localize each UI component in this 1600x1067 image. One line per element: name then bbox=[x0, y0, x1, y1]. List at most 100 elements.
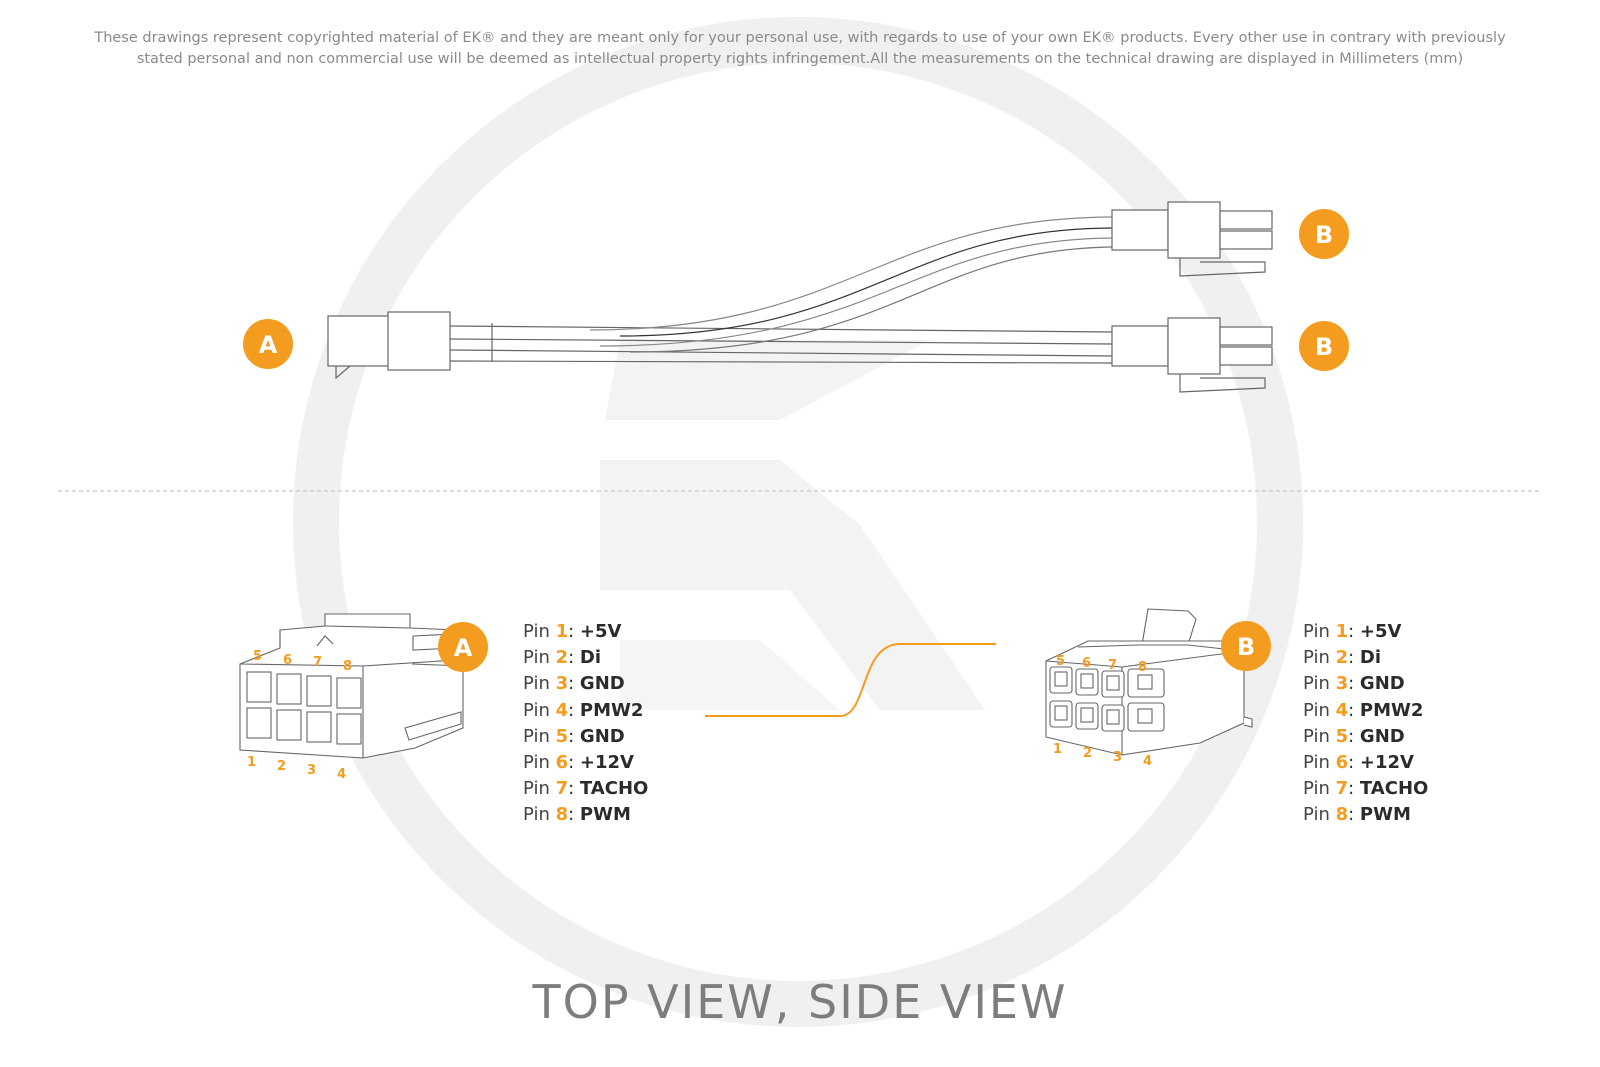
badge-a-top: A bbox=[243, 319, 293, 369]
pin-signal: +5V bbox=[579, 621, 622, 642]
pin-number: 8 bbox=[1335, 804, 1349, 826]
pin-signal: GND bbox=[1359, 725, 1405, 747]
connector-a-pin-1: 1 bbox=[247, 755, 256, 770]
pin-separator: : bbox=[568, 621, 580, 642]
pin-number: 3 bbox=[1335, 673, 1349, 695]
pin-row-7: Pin 7: TACHO bbox=[1303, 776, 1428, 802]
pin-row-2: Pin 2: Di bbox=[1303, 645, 1428, 671]
connector-a-housing bbox=[387, 311, 451, 371]
pin-row-4: Pin 4: PMW2 bbox=[1303, 698, 1428, 724]
connector-a-pin-7: 7 bbox=[313, 655, 322, 670]
pin-row-6: Pin 6: +12V bbox=[523, 750, 648, 776]
connector-a-pin-8: 8 bbox=[343, 659, 352, 674]
section-divider bbox=[58, 490, 1542, 492]
connector-a-drawing: 5 6 7 8 1 2 3 4 bbox=[239, 613, 464, 782]
connector-b-upper-housing bbox=[1111, 209, 1169, 251]
connector-a-body bbox=[327, 315, 391, 367]
svg-text:A: A bbox=[454, 634, 473, 662]
pin-signal: PMW2 bbox=[579, 699, 644, 721]
pin-number: 8 bbox=[555, 804, 569, 826]
connector-b-pin-1: 1 bbox=[1053, 742, 1062, 757]
pin-separator: : bbox=[1348, 778, 1360, 800]
pin-prefix: Pin bbox=[523, 778, 556, 800]
pin-row-1: Pin 1: +5V bbox=[1303, 619, 1428, 645]
pin-row-3: Pin 3: GND bbox=[523, 671, 648, 697]
disclaimer-line-2: stated personal and non commercial use w… bbox=[136, 51, 1464, 67]
pin-signal: PWM bbox=[1359, 804, 1411, 826]
pin-separator: : bbox=[1348, 725, 1360, 747]
connector-a-pin-3: 3 bbox=[307, 763, 316, 778]
svg-text:B: B bbox=[1237, 633, 1255, 661]
pin-number: 4 bbox=[555, 699, 569, 721]
pin-row-8: Pin 8: PWM bbox=[1303, 802, 1428, 828]
connector-b-pin-7: 7 bbox=[1108, 658, 1117, 673]
pin-signal: +12V bbox=[1359, 752, 1414, 774]
pin-prefix: Pin bbox=[523, 647, 556, 669]
pin-separator: : bbox=[568, 752, 580, 774]
pin-row-5: Pin 5: GND bbox=[523, 724, 648, 750]
svg-text:B: B bbox=[1315, 333, 1333, 361]
disclaimer-line-1: These drawings represent copyrighted mat… bbox=[94, 30, 1506, 46]
pin-prefix: Pin bbox=[523, 725, 556, 747]
cable-top-view: A B B bbox=[243, 201, 1349, 393]
pin-number: 5 bbox=[555, 725, 569, 747]
pin-separator: : bbox=[1348, 804, 1360, 826]
pin-prefix: Pin bbox=[523, 699, 556, 721]
pin-row-2: Pin 2: Di bbox=[523, 645, 648, 671]
pin-separator: : bbox=[568, 699, 580, 721]
pin-prefix: Pin bbox=[1303, 752, 1336, 774]
pin-separator: : bbox=[568, 673, 580, 695]
pin-signal: TACHO bbox=[579, 778, 649, 800]
pin-prefix: Pin bbox=[1303, 804, 1336, 826]
pin-separator: : bbox=[1348, 647, 1360, 669]
pin-prefix: Pin bbox=[1303, 778, 1336, 800]
pin-number: 7 bbox=[555, 778, 569, 800]
pin-number: 2 bbox=[555, 647, 569, 669]
pin-prefix: Pin bbox=[523, 804, 556, 826]
pin-prefix: Pin bbox=[1303, 725, 1336, 747]
connector-a-pin-2: 2 bbox=[277, 759, 286, 774]
pin-signal: +5V bbox=[1359, 621, 1402, 642]
pin-row-6: Pin 6: +12V bbox=[1303, 750, 1428, 776]
pin-signal: GND bbox=[579, 673, 625, 695]
pin-separator: : bbox=[1348, 673, 1360, 695]
badge-b-lower: B bbox=[1299, 321, 1349, 371]
svg-text:B: B bbox=[1315, 221, 1333, 249]
pin-row-4: Pin 4: PMW2 bbox=[523, 698, 648, 724]
pin-signal: +12V bbox=[579, 752, 634, 774]
pin-number: 1 bbox=[555, 621, 569, 642]
pin-number: 6 bbox=[555, 752, 569, 774]
connector-b-pin-8: 8 bbox=[1138, 660, 1147, 675]
connector-b-drawing: 5 6 7 8 1 2 3 4 bbox=[1045, 608, 1253, 769]
connector-b-pin-4: 4 bbox=[1143, 754, 1152, 769]
view-title: TOP VIEW, SIDE VIEW bbox=[532, 975, 1068, 1029]
cable-s-curve bbox=[705, 643, 996, 717]
connector-b-pin-6: 6 bbox=[1082, 656, 1091, 671]
pin-row-5: Pin 5: GND bbox=[1303, 724, 1428, 750]
pin-signal: PMW2 bbox=[1359, 699, 1424, 721]
pin-separator: : bbox=[1348, 752, 1360, 774]
connector-b-pin-3: 3 bbox=[1113, 750, 1122, 765]
pin-prefix: Pin bbox=[1303, 673, 1336, 695]
pin-signal: PWM bbox=[579, 804, 631, 826]
pin-signal: Di bbox=[1359, 647, 1382, 669]
pin-signal: Di bbox=[579, 647, 602, 669]
pin-number: 3 bbox=[555, 673, 569, 695]
pin-signal: GND bbox=[1359, 673, 1405, 695]
pin-number: 2 bbox=[1335, 647, 1349, 669]
pin-number: 4 bbox=[1335, 699, 1349, 721]
pin-prefix: Pin bbox=[523, 752, 556, 774]
copyright-disclaimer: These drawings represent copyrighted mat… bbox=[60, 28, 1540, 70]
pin-prefix: Pin bbox=[1303, 647, 1336, 669]
pin-prefix: Pin bbox=[1303, 699, 1336, 721]
pin-number: 7 bbox=[1335, 778, 1349, 800]
pin-number: 1 bbox=[1335, 621, 1349, 642]
connector-b-lower-housing bbox=[1111, 325, 1169, 367]
pin-prefix: Pin bbox=[523, 621, 556, 642]
svg-text:A: A bbox=[259, 331, 278, 359]
pin-prefix: Pin bbox=[523, 673, 556, 695]
pin-row-8: Pin 8: PWM bbox=[523, 802, 648, 828]
